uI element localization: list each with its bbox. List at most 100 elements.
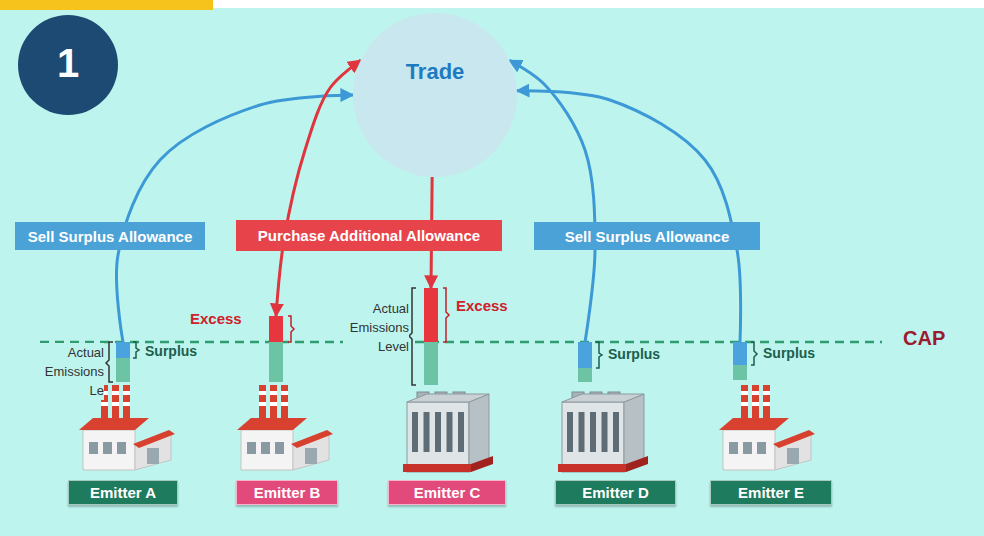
emitter-label: Emitter D xyxy=(555,480,676,505)
chimney-stripe xyxy=(270,391,277,395)
bill-dot xyxy=(418,129,422,133)
factory-wall xyxy=(407,402,469,472)
allowance-box: Sell Surplus Allowance xyxy=(534,222,760,250)
excess-label: Excess xyxy=(456,297,508,314)
emitter-label: Emitter B xyxy=(236,480,338,505)
door xyxy=(787,448,799,464)
door xyxy=(305,448,317,464)
chimney-stripe xyxy=(123,402,130,406)
factory-roof xyxy=(237,418,307,430)
emitter-label: Emitter A xyxy=(68,480,178,505)
bill xyxy=(410,118,462,144)
allowance-box: Sell Surplus Allowance xyxy=(15,222,205,250)
emitter: Emitter D xyxy=(555,342,676,505)
factory xyxy=(558,392,648,472)
bracket xyxy=(133,342,139,358)
node-text: Emitter C xyxy=(414,484,481,501)
factory-base xyxy=(626,456,648,472)
window-strip xyxy=(412,412,418,452)
surplus-label: Surplus xyxy=(608,346,660,362)
bar-segment xyxy=(733,365,747,380)
factory-roof xyxy=(133,430,175,448)
trade-arrow xyxy=(509,60,595,342)
emitter: Emitter B xyxy=(236,316,338,505)
factory-wall xyxy=(723,430,775,470)
factory-top xyxy=(407,394,489,402)
node-text: Emitter A xyxy=(90,484,156,501)
chimney-stripe xyxy=(763,402,770,406)
bar-segment xyxy=(424,342,438,385)
window-strip xyxy=(567,412,573,452)
chimney-stripe xyxy=(259,391,266,395)
bracket xyxy=(106,342,113,382)
emitter: Emitter A xyxy=(68,342,178,505)
window-strip xyxy=(424,412,430,452)
factory-roof xyxy=(79,418,149,430)
factory-base xyxy=(471,456,493,472)
money-icon xyxy=(410,100,462,144)
emission-bar xyxy=(578,342,592,382)
callout-badge: 1 xyxy=(18,15,118,115)
bracket xyxy=(751,342,757,365)
trade-arrow xyxy=(276,60,361,316)
bar-segment xyxy=(424,288,438,342)
factory xyxy=(237,385,333,470)
node-text: Sell Surplus Allowance xyxy=(28,228,193,245)
bill-coin xyxy=(430,125,442,137)
excess-label: Excess xyxy=(190,310,242,327)
bracket xyxy=(443,288,449,342)
allowance-box: Purchase Additional Allowance xyxy=(236,220,502,251)
bar-segment xyxy=(733,342,747,365)
window xyxy=(89,442,98,454)
bar-segment xyxy=(116,358,130,382)
emissions-note: Actual Emissions Le xyxy=(38,343,104,400)
surplus-label: Surplus xyxy=(763,345,815,361)
chimney-stripe xyxy=(112,391,119,395)
factory xyxy=(719,385,815,470)
bar-segment xyxy=(578,368,592,382)
trade-arrow xyxy=(431,177,432,288)
emission-bar xyxy=(733,342,747,380)
door xyxy=(147,448,159,464)
window-strip xyxy=(435,412,441,452)
chimney-stripe xyxy=(112,402,119,406)
emitter: Emitter C xyxy=(388,288,506,505)
emission-bar xyxy=(269,316,283,382)
factory-wall xyxy=(241,430,293,470)
chimney-stripe xyxy=(741,391,748,395)
factory-roof xyxy=(291,430,333,448)
bar-segment xyxy=(269,316,283,342)
factory-base xyxy=(558,464,626,472)
node-text: Emitter B xyxy=(254,484,321,501)
window xyxy=(247,442,256,454)
node-text: Sell Surplus Allowance xyxy=(565,228,730,245)
window xyxy=(275,442,284,454)
factory-base xyxy=(403,464,471,472)
window-strip xyxy=(602,412,608,452)
node-text: Trade xyxy=(406,59,465,85)
window-strip xyxy=(458,412,464,452)
window xyxy=(729,442,738,454)
accent-bar xyxy=(0,0,213,10)
bracket xyxy=(288,316,294,342)
factory xyxy=(79,385,175,470)
factory-wall xyxy=(83,430,135,470)
window xyxy=(103,442,112,454)
emitter-label: Emitter C xyxy=(388,480,506,505)
bar-segment xyxy=(116,342,130,358)
chimney-stripe xyxy=(259,402,266,406)
bar-segment xyxy=(269,342,283,382)
window xyxy=(117,442,126,454)
node-text: Emitter D xyxy=(582,484,649,501)
chimney-stripe xyxy=(752,391,759,395)
factory-top xyxy=(562,394,644,402)
trade-arrow xyxy=(116,95,353,342)
window-strip xyxy=(447,412,453,452)
window xyxy=(757,442,766,454)
bracket xyxy=(409,288,416,385)
chimney-stripe xyxy=(763,391,770,395)
emitter-label: Emitter E xyxy=(710,480,832,505)
bracket xyxy=(596,342,602,368)
chimney-stripe xyxy=(281,402,288,406)
